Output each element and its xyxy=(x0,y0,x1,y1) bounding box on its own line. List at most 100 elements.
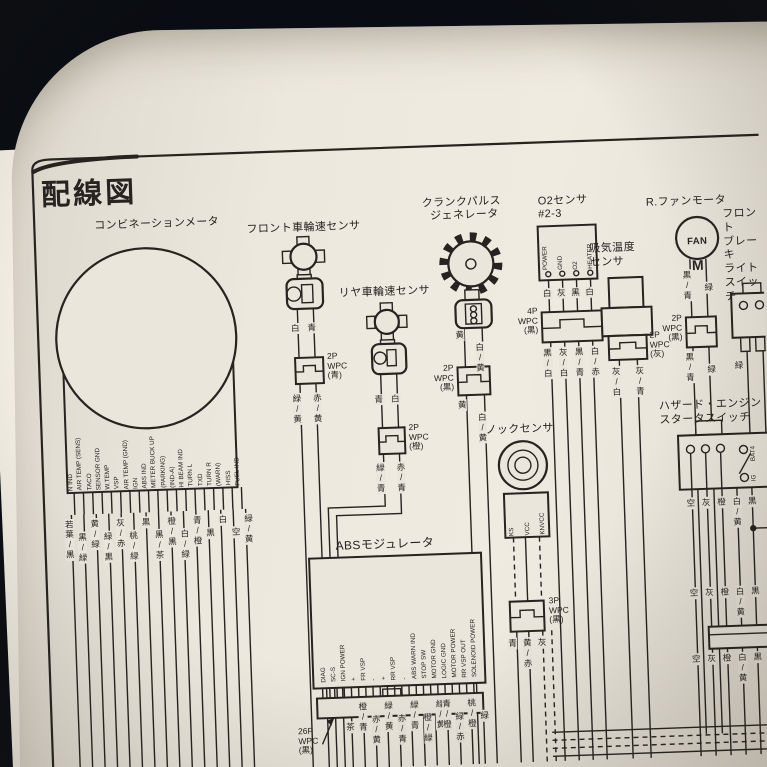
wire-color-label: 緑/黄 xyxy=(383,699,395,733)
brake-switch-wire-label: 緑 xyxy=(733,359,745,372)
meter-pin-label: VSP xyxy=(113,476,121,490)
hazard-wires-mid: 空灰橙白/黄黒 xyxy=(688,585,761,619)
wire-color-label: 橙 xyxy=(719,586,730,598)
wire-color-label: 空 xyxy=(688,587,700,599)
brake-switch-shape xyxy=(730,282,767,434)
hazard-wires-lower: 空灰橙白/黄黒 xyxy=(691,650,763,685)
wire-color-label: 白 xyxy=(390,393,401,405)
fan-connector-label: 2P WPC (黒) xyxy=(662,312,683,343)
wire-color-label: 黒/緑 xyxy=(77,531,89,564)
hazard-contact-label-top: BAT4 xyxy=(749,445,757,462)
wire-color-label: 橙/緑 xyxy=(422,711,434,744)
wire-color-label: 黄/赤 xyxy=(522,637,534,670)
wire-color-label: 橙 xyxy=(716,496,727,508)
wire-color-label: 灰 xyxy=(701,496,712,509)
wire-color-label: 白/緑 xyxy=(179,527,191,561)
wire-color-label: 緑/赤 xyxy=(454,710,466,743)
rear-vsp-wires-top: 青白 xyxy=(374,393,401,405)
abs-wires-group2: 青/橙緑/赤桃/橙緑 xyxy=(441,696,490,744)
wire-color-label: 白/黄 xyxy=(734,585,746,618)
wire-color-label: 青/橙 xyxy=(192,514,204,547)
meter-pin-label: W.TEMP xyxy=(103,464,112,490)
wire-color-label: 黒/青 xyxy=(684,351,696,384)
abs-modulator-shape xyxy=(308,551,488,767)
wire-color-label: 灰/白 xyxy=(611,365,623,399)
wire-color-label: 黄 xyxy=(457,399,468,411)
abs-pin-label: + xyxy=(380,676,388,681)
page-title: 配線図 xyxy=(40,176,138,212)
abs-pin-label: LOGIC GND xyxy=(439,642,449,679)
iat-sensor-shape xyxy=(600,275,654,767)
abs-pin-label: MOTOR POWER xyxy=(449,628,459,678)
wire-color-label: 白 xyxy=(585,286,596,298)
meter-pin-label: METER BUCK UP xyxy=(149,436,158,489)
wire-color-label: 黄 xyxy=(454,329,466,341)
o2-wires-top: 白灰黒白 xyxy=(542,286,596,299)
meter-pin-label: FUEL IND xyxy=(233,456,242,486)
wire-color-label: 白 xyxy=(542,288,553,299)
wire-color-label: 黒 xyxy=(747,495,758,507)
front-vsp-wires-top: 白青 xyxy=(290,322,318,334)
wire-color-label: 黒 xyxy=(750,585,761,597)
rear-vsp-connector-label: 2P WPC (橙) xyxy=(408,421,429,452)
diagram-border xyxy=(31,132,767,767)
wire-color-label: 黒 xyxy=(571,287,581,298)
meter-pin-label: IGN xyxy=(131,477,140,489)
combination-meter-shape xyxy=(55,247,257,767)
wire-color-label: 白/黄 xyxy=(737,651,749,684)
abs-wire-first: 茶 xyxy=(345,721,356,734)
wire-color-label: 青 xyxy=(374,394,385,405)
meter-pin-label: N IND xyxy=(66,473,75,492)
wire-color-label: 緑 xyxy=(479,709,490,722)
rear-vsp-wires-bottom: 緑/青赤/青 xyxy=(375,461,407,495)
fan-wires-top: 黒/青緑 xyxy=(682,268,714,302)
wire-color-label: 灰/赤 xyxy=(115,517,127,550)
wire-color-label: 赤/黄 xyxy=(312,392,324,425)
wire-color-label: 白 xyxy=(217,513,229,526)
meter-pin-label: TXD xyxy=(196,473,205,487)
o2-wires-bottom: 黒/白灰/白黒/青白/赤 xyxy=(542,345,601,380)
wire-color-label: 緑/青 xyxy=(375,462,387,495)
wire-color-label: 白/黄 xyxy=(731,495,743,528)
wire-color-label: 灰/白 xyxy=(558,346,570,379)
wire-color-label: 桃/橙 xyxy=(466,696,478,730)
knock-wires-bottom: 青黄/赤灰 xyxy=(507,636,548,670)
wire-color-label: 白/黄 xyxy=(474,341,486,374)
front-vsp-wires-bottom: 緑/黄赤/黄 xyxy=(292,392,324,426)
abs-pin-label: SC-S xyxy=(329,666,338,683)
meter-pin-label: AIR TEMP (GND) xyxy=(121,439,131,490)
hazard-contact-label-bottom: IG xyxy=(750,474,758,482)
wire-color-label: 灰 xyxy=(536,636,548,649)
crank-label-2: ジェネレータ xyxy=(429,207,499,223)
o2-pin-label: POWER xyxy=(541,246,550,271)
hazard-wires: 空灰橙白/黄黒 xyxy=(686,495,757,529)
wire-color-label: 青/橙 xyxy=(441,697,453,731)
wire-color-label: 緑 xyxy=(706,363,717,376)
abs-pin-label: RR VSP OUT xyxy=(459,638,469,678)
wire-color-label: 緑/黄 xyxy=(243,512,255,545)
wire-color-label: 灰/青 xyxy=(634,364,646,398)
abs-pin-label: DIAG xyxy=(319,666,328,683)
o2-label-2: #2-3 xyxy=(537,207,562,221)
knock-pin-label: KNVCC xyxy=(538,512,547,535)
crank-wires-bottom: 黄白/黄 xyxy=(457,398,488,444)
o2-connector-label: 4P WPC (黒) xyxy=(517,305,539,336)
meter-pin-label: TURN R xyxy=(205,462,214,487)
wire-color-label: 空 xyxy=(691,653,702,665)
meter-pin-label: SENSOR GND xyxy=(93,447,103,491)
wire-color-label: 緑/黒 xyxy=(102,530,114,563)
meter-pin-label: TACO xyxy=(85,473,94,491)
bottom-bus-lines xyxy=(552,722,767,758)
iat-label-2: センサ xyxy=(589,255,625,269)
o2-sensor-shape xyxy=(536,223,610,767)
meter-pin-label: HISS xyxy=(224,470,232,486)
wire-color-label: 青 xyxy=(307,322,318,334)
wire-color-label: 黒/青 xyxy=(573,346,586,379)
iat-label-1: 吸気温度 xyxy=(589,241,636,255)
